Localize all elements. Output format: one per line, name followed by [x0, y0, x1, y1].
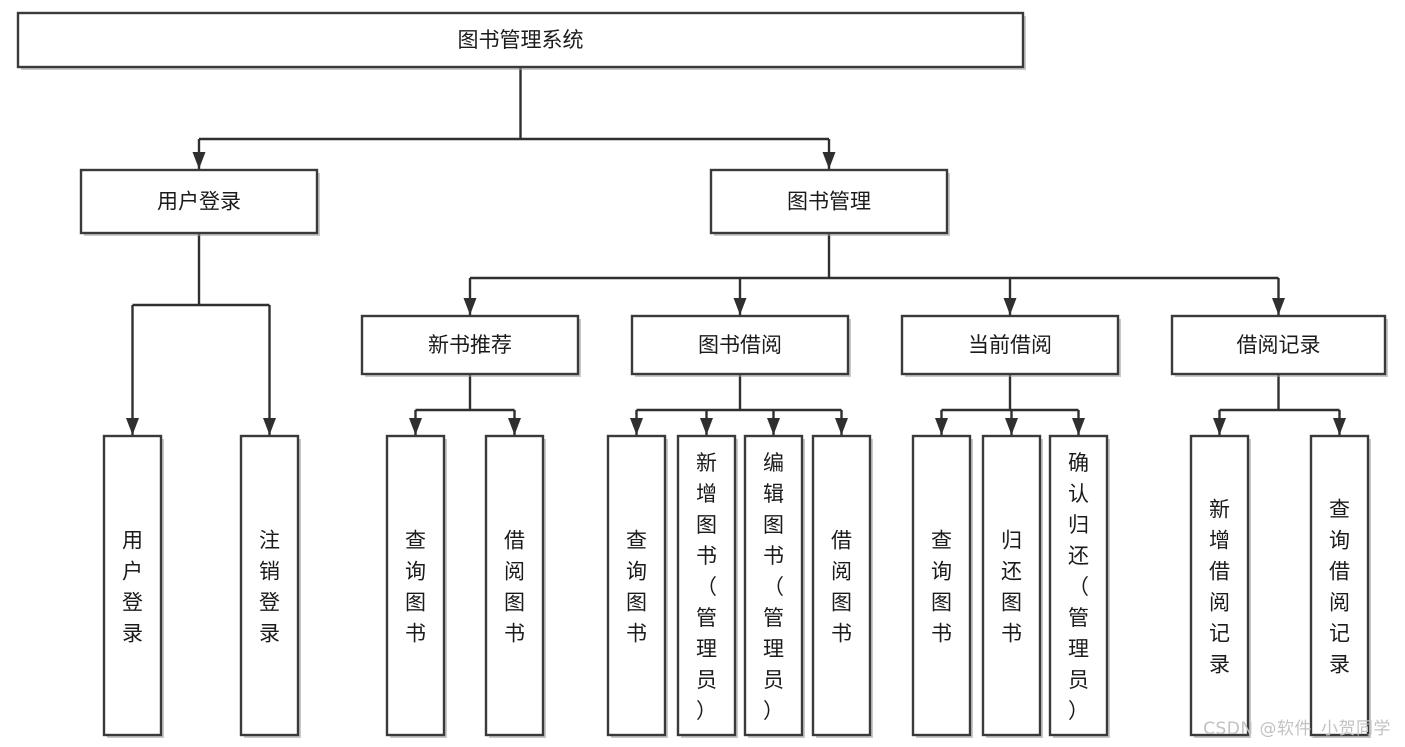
- connector-layer: [126, 67, 1346, 435]
- arrow-head-icon: [767, 418, 780, 435]
- arrow-head-icon: [630, 418, 643, 435]
- node-box[interactable]: [239, 434, 300, 737]
- node-box[interactable]: [102, 434, 163, 737]
- node-label: 注销登录: [259, 529, 280, 646]
- node-leaf12[interactable]: 新增借阅记录: [1189, 434, 1251, 738]
- node-root[interactable]: 图书管理系统: [16, 11, 1026, 70]
- node-leaf8[interactable]: 借阅图书: [811, 434, 873, 738]
- arrow-head-icon: [700, 418, 713, 435]
- node-box[interactable]: [16, 11, 1025, 69]
- node-label: 查询借阅记录: [1329, 498, 1350, 677]
- node-borrow[interactable]: 图书借阅: [630, 314, 851, 377]
- node-leaf6[interactable]: 新增图书（管理员）: [676, 434, 738, 738]
- node-label: 图书管理: [787, 190, 871, 214]
- arrow-head-icon: [263, 418, 276, 435]
- node-leaf7[interactable]: 编辑图书（管理员）: [743, 434, 805, 738]
- arrow-head-icon: [1072, 418, 1085, 435]
- arrow-head-icon: [1272, 298, 1285, 315]
- node-box[interactable]: [811, 434, 872, 737]
- node-label: 新书推荐: [428, 333, 512, 357]
- node-box[interactable]: [900, 314, 1120, 376]
- arrow-head-icon: [1213, 418, 1226, 435]
- node-leaf4[interactable]: 借阅图书: [484, 434, 546, 738]
- node-box[interactable]: [743, 434, 804, 737]
- arrow-head-icon: [1333, 418, 1346, 435]
- node-label: 查询图书: [405, 529, 426, 646]
- node-box[interactable]: [385, 434, 446, 737]
- arrow-head-icon: [835, 418, 848, 435]
- node-label: 查询图书: [931, 529, 952, 646]
- node-leaf9[interactable]: 查询图书: [911, 434, 973, 738]
- arrow-head-icon: [508, 418, 521, 435]
- node-record[interactable]: 借阅记录: [1170, 314, 1388, 377]
- node-box[interactable]: [484, 434, 545, 737]
- node-current[interactable]: 当前借阅: [900, 314, 1121, 377]
- node-label: 新增图书（管理员）: [696, 451, 717, 723]
- node-label: 编辑图书（管理员）: [763, 451, 784, 723]
- node-box[interactable]: [709, 168, 949, 235]
- node-login[interactable]: 用户登录: [79, 168, 320, 236]
- arrow-head-icon: [409, 418, 422, 435]
- arrow-head-icon: [1005, 418, 1018, 435]
- node-label: 确认归还（管理员）: [1068, 451, 1089, 723]
- node-box[interactable]: [1309, 434, 1370, 737]
- arrow-head-icon: [126, 418, 139, 435]
- node-leaf5[interactable]: 查询图书: [606, 434, 668, 738]
- arrow-head-icon: [463, 298, 477, 315]
- arrow-head-icon: [1003, 298, 1017, 315]
- arrow-head-icon: [192, 152, 206, 169]
- node-label: 归还图书: [1001, 529, 1022, 646]
- node-box[interactable]: [606, 434, 667, 737]
- node-newbook[interactable]: 新书推荐: [360, 314, 581, 377]
- node-label: 用户登录: [122, 529, 143, 646]
- node-leaf3[interactable]: 查询图书: [385, 434, 447, 738]
- node-leaf13[interactable]: 查询借阅记录: [1309, 434, 1371, 738]
- node-label: 新增借阅记录: [1209, 498, 1230, 677]
- node-box[interactable]: [1170, 314, 1387, 376]
- node-label: 当前借阅: [968, 333, 1052, 357]
- arrow-head-icon: [733, 298, 747, 315]
- node-bookmgmt[interactable]: 图书管理: [709, 168, 950, 236]
- node-label: 借阅图书: [504, 529, 525, 646]
- node-label: 图书借阅: [698, 333, 782, 357]
- node-box[interactable]: [1048, 434, 1109, 737]
- node-label: 借阅图书: [831, 529, 852, 646]
- node-layer: 图书管理系统用户登录图书管理新书推荐图书借阅当前借阅借阅记录用户登录注销登录查询…: [16, 11, 1388, 738]
- node-box[interactable]: [981, 434, 1042, 737]
- node-leaf1[interactable]: 用户登录: [102, 434, 164, 738]
- node-box[interactable]: [79, 168, 319, 235]
- node-box[interactable]: [676, 434, 737, 737]
- arrow-head-icon: [822, 152, 836, 169]
- node-box[interactable]: [630, 314, 850, 376]
- node-label: 查询图书: [626, 529, 647, 646]
- node-box[interactable]: [911, 434, 972, 737]
- node-leaf11[interactable]: 确认归还（管理员）: [1048, 434, 1110, 738]
- node-leaf10[interactable]: 归还图书: [981, 434, 1043, 738]
- node-label: 用户登录: [157, 190, 241, 214]
- arrow-head-icon: [935, 418, 948, 435]
- node-box[interactable]: [1189, 434, 1250, 737]
- watermark-text: CSDN @软件_小贺同学: [1203, 719, 1391, 739]
- node-box[interactable]: [360, 314, 580, 376]
- node-leaf2[interactable]: 注销登录: [239, 434, 301, 738]
- node-label: 借阅记录: [1237, 333, 1321, 357]
- node-label: 图书管理系统: [458, 28, 584, 52]
